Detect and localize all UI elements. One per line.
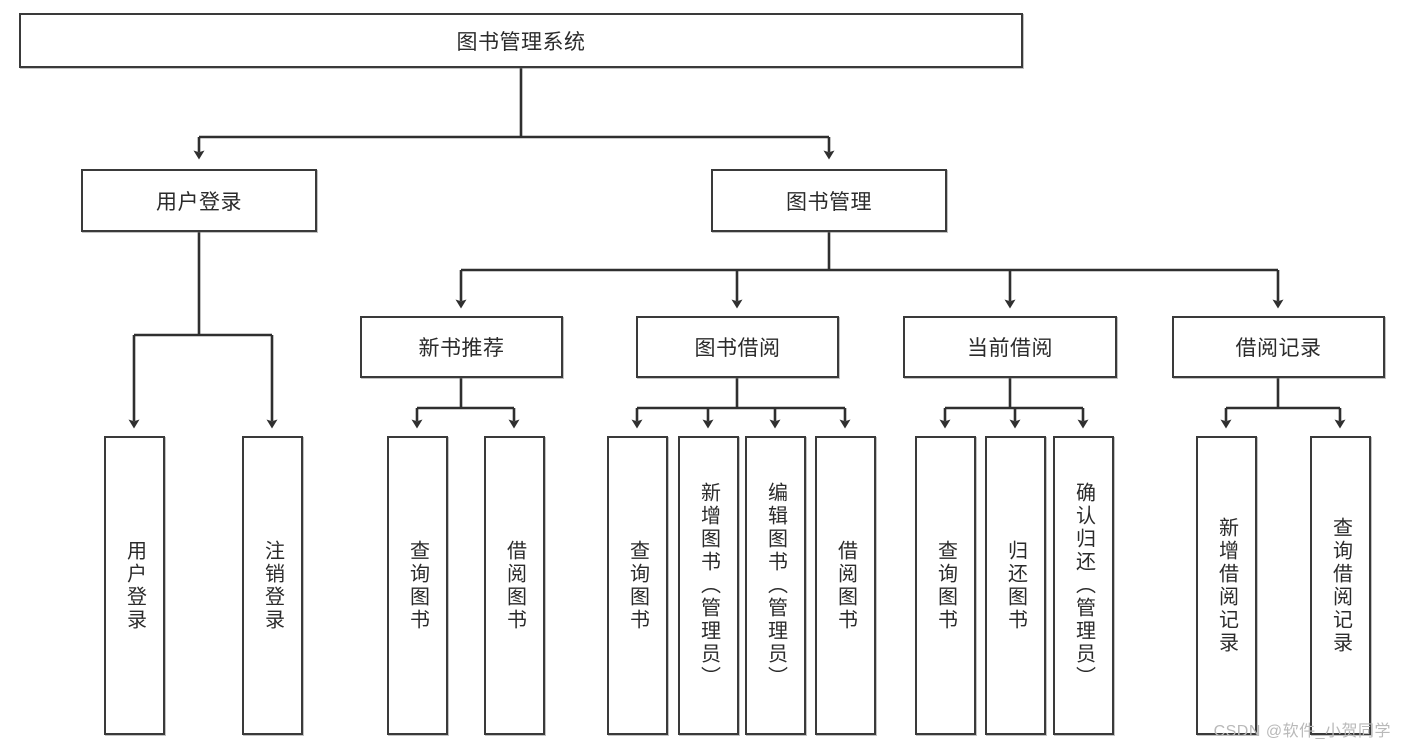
node-new-book-rec[interactable]: 新书推荐 — [360, 316, 563, 378]
node-leaf-rec-borrow-book[interactable]: 借阅图书 — [484, 436, 545, 735]
node-leaf-user-logout[interactable]: 注销登录 — [242, 436, 303, 735]
node-new-book-rec-label: 新书推荐 — [418, 337, 505, 360]
node-leaf-rec-query-book-label: 查询图书 — [406, 539, 429, 632]
node-leaf-current-query-book[interactable]: 查询图书 — [915, 436, 976, 735]
node-book-manage[interactable]: 图书管理 — [711, 169, 947, 232]
node-root-label: 图书管理系统 — [456, 30, 586, 54]
node-leaf-borrow-edit-book-label: 编辑图书（管理员） — [764, 482, 787, 689]
node-current-borrow[interactable]: 当前借阅 — [903, 316, 1117, 378]
node-leaf-record-add-label: 新增借阅记录 — [1215, 516, 1238, 655]
node-leaf-borrow-edit-book[interactable]: 编辑图书（管理员） — [745, 436, 806, 735]
node-leaf-current-confirm-return[interactable]: 确认归还（管理员） — [1053, 436, 1114, 735]
node-book-borrow[interactable]: 图书借阅 — [636, 316, 839, 378]
node-borrow-record[interactable]: 借阅记录 — [1172, 316, 1385, 378]
node-leaf-user-logout-label: 注销登录 — [261, 539, 284, 632]
node-borrow-record-label: 借阅记录 — [1235, 337, 1322, 360]
node-leaf-record-query[interactable]: 查询借阅记录 — [1310, 436, 1371, 735]
node-leaf-record-add[interactable]: 新增借阅记录 — [1196, 436, 1257, 735]
node-user-login[interactable]: 用户登录 — [81, 169, 317, 232]
node-leaf-user-login-label: 用户登录 — [123, 539, 146, 632]
node-leaf-current-return-book[interactable]: 归还图书 — [985, 436, 1046, 735]
node-leaf-borrow-lend-book[interactable]: 借阅图书 — [815, 436, 876, 735]
node-leaf-borrow-add-book[interactable]: 新增图书（管理员） — [678, 436, 739, 735]
node-root[interactable]: 图书管理系统 — [19, 13, 1023, 68]
node-leaf-rec-query-book[interactable]: 查询图书 — [387, 436, 448, 735]
node-leaf-rec-borrow-book-label: 借阅图书 — [503, 539, 526, 632]
node-leaf-current-return-book-label: 归还图书 — [1004, 539, 1027, 632]
node-leaf-current-query-book-label: 查询图书 — [934, 539, 957, 632]
node-leaf-record-query-label: 查询借阅记录 — [1329, 516, 1352, 655]
watermark: CSDN @软件_小贺同学 — [1213, 723, 1391, 740]
node-leaf-borrow-query-book[interactable]: 查询图书 — [607, 436, 668, 735]
node-leaf-borrow-query-book-label: 查询图书 — [626, 539, 649, 632]
node-book-manage-label: 图书管理 — [786, 190, 872, 214]
node-user-login-label: 用户登录 — [156, 190, 242, 214]
node-leaf-user-login[interactable]: 用户登录 — [104, 436, 165, 735]
node-book-borrow-label: 图书借阅 — [694, 337, 781, 360]
node-leaf-borrow-lend-book-label: 借阅图书 — [834, 539, 857, 632]
node-leaf-borrow-add-book-label: 新增图书（管理员） — [697, 482, 720, 689]
node-current-borrow-label: 当前借阅 — [967, 337, 1053, 360]
node-leaf-current-confirm-return-label: 确认归还（管理员） — [1072, 482, 1095, 689]
